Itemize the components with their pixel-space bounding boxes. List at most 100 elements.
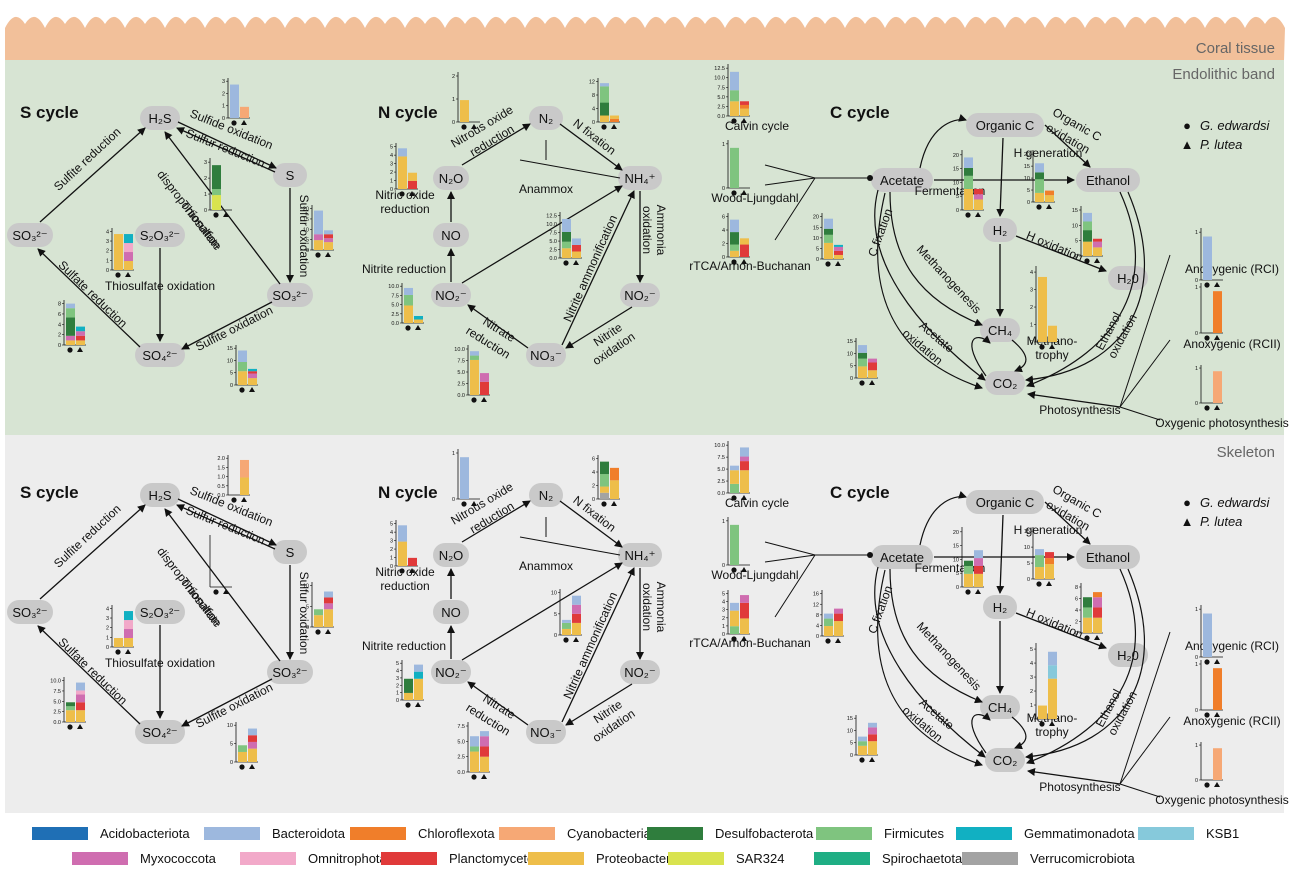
sulfite-oxidation-arrow <box>181 678 273 727</box>
polyp-tentacle <box>748 18 760 27</box>
triangle-marker <box>77 347 83 352</box>
bar-segment <box>730 147 739 188</box>
tick-label: 0 <box>306 248 309 254</box>
circle-marker <box>67 347 73 353</box>
bar-segment <box>824 242 833 259</box>
acetate-oxidation-curve <box>877 569 983 767</box>
bar-segment <box>868 362 877 371</box>
bar-chart: 01 <box>1195 605 1223 665</box>
node-h2o: H₂0 <box>1108 266 1148 290</box>
tick-label: 10.0 <box>546 222 557 228</box>
tick-label: 20 <box>303 207 309 213</box>
title-c-cycle-top: C cycle <box>830 103 890 122</box>
process-label-sulfur-oxidation: Sulfur oxidation <box>297 195 311 278</box>
process-label-anoxygenic-rci: Anoxygenic (RCI) <box>1185 262 1279 276</box>
process-label-oxygenic: Oxygenic photosynthesis <box>1155 793 1288 807</box>
anammox-arrow <box>461 562 623 661</box>
polyp-tentacle <box>208 18 220 27</box>
process-label-thiosulfate-oxidation: Thiosulfate oxidation <box>105 279 215 293</box>
band-label-skeleton: Skeleton <box>1216 444 1275 461</box>
tick-label: 5 <box>1027 188 1030 194</box>
polyp-tentacle <box>68 18 80 27</box>
legend-swatch <box>381 851 437 865</box>
process-label-h-generation: H generation <box>1014 523 1083 537</box>
polyp-tentacle <box>1188 18 1200 27</box>
circle-marker <box>601 124 607 130</box>
legend-label: Myxococcota <box>140 850 216 866</box>
bar-segment <box>600 492 609 499</box>
tick-label: 0 <box>554 633 557 639</box>
tick-label: 0 <box>1195 278 1198 284</box>
node-h2s-label: H₂S <box>148 488 171 503</box>
circle-marker <box>825 261 831 267</box>
polyp-tentacle <box>168 18 180 27</box>
bar-segment <box>480 736 489 747</box>
tick-label: 2 <box>390 547 393 553</box>
bar-segment <box>230 84 239 118</box>
bar-segment <box>66 335 75 341</box>
circle-marker <box>213 212 219 218</box>
tick-label: 2 <box>106 249 109 255</box>
tick-label: 5 <box>396 661 399 667</box>
node-no2-left-label: NO₂⁻ <box>435 665 466 680</box>
nitrite-ammonification-arrow <box>561 190 635 346</box>
bar-segment <box>408 172 417 181</box>
bar-segment <box>1213 668 1222 710</box>
tick-label: 7.5 <box>457 359 465 365</box>
legend-swatch <box>204 826 260 840</box>
bar-segment <box>824 618 833 627</box>
bar-segment <box>974 573 983 587</box>
bar-segment <box>1048 678 1057 719</box>
process-label-anoxygenic-rcii: Anoxygenic (RCII) <box>1183 337 1280 351</box>
triangle-marker <box>741 190 747 195</box>
bar-segment <box>834 621 843 636</box>
tick-label: 7.5 <box>549 231 557 237</box>
sulfur-reduction-arrow <box>176 127 276 173</box>
legend-swatch <box>668 851 724 865</box>
polyp-tentacle <box>468 18 480 27</box>
tick-label: 5 <box>554 612 557 618</box>
bar-segment <box>572 244 581 252</box>
tick-label: 15 <box>227 346 233 352</box>
bar-segment <box>834 613 843 622</box>
triangle-marker <box>125 649 131 654</box>
tick-label: 0 <box>722 563 725 569</box>
triangle-marker <box>611 501 617 506</box>
legend-swatch <box>647 826 703 840</box>
connector-line <box>1119 406 1161 421</box>
bar-chart: 01 <box>722 517 750 573</box>
circle-marker <box>213 589 219 595</box>
tick-label: 2.5 <box>717 104 725 110</box>
connector-line <box>1119 716 1171 785</box>
circle-marker <box>965 212 971 218</box>
polyp-tentacle <box>628 18 640 27</box>
legend-label: Bacteroidota <box>272 825 345 841</box>
nitrite-ammonification-arrow <box>561 567 635 723</box>
polyp-tentacle <box>1208 18 1220 27</box>
bar-segment <box>740 602 749 619</box>
bar-segment <box>572 604 581 614</box>
polyp-tentacle <box>1068 18 1080 27</box>
triangle-marker <box>471 124 477 129</box>
tick-label: 4 <box>396 669 399 675</box>
tick-label: 1.5 <box>217 465 225 471</box>
polyp-tentacle <box>8 18 20 27</box>
title-s-cycle-bottom: S cycle <box>20 483 79 502</box>
node-n2o-label: N₂O <box>439 548 464 563</box>
node-s2o3: S₂O₃²⁻ <box>135 223 185 247</box>
triangle-marker <box>471 501 477 506</box>
legend-item-desulfobacterota: Desulfobacterota <box>647 825 813 841</box>
bar-segment <box>76 694 85 703</box>
bar-segment <box>470 359 479 395</box>
tick-label: 2 <box>1030 305 1033 311</box>
tick-label: 0 <box>58 343 61 349</box>
connector-line <box>519 159 621 179</box>
legend-label: Firmicutes <box>884 825 944 841</box>
circle-icon: ● <box>1183 118 1191 133</box>
bar-segment <box>404 678 413 693</box>
junction-dot <box>867 552 873 558</box>
